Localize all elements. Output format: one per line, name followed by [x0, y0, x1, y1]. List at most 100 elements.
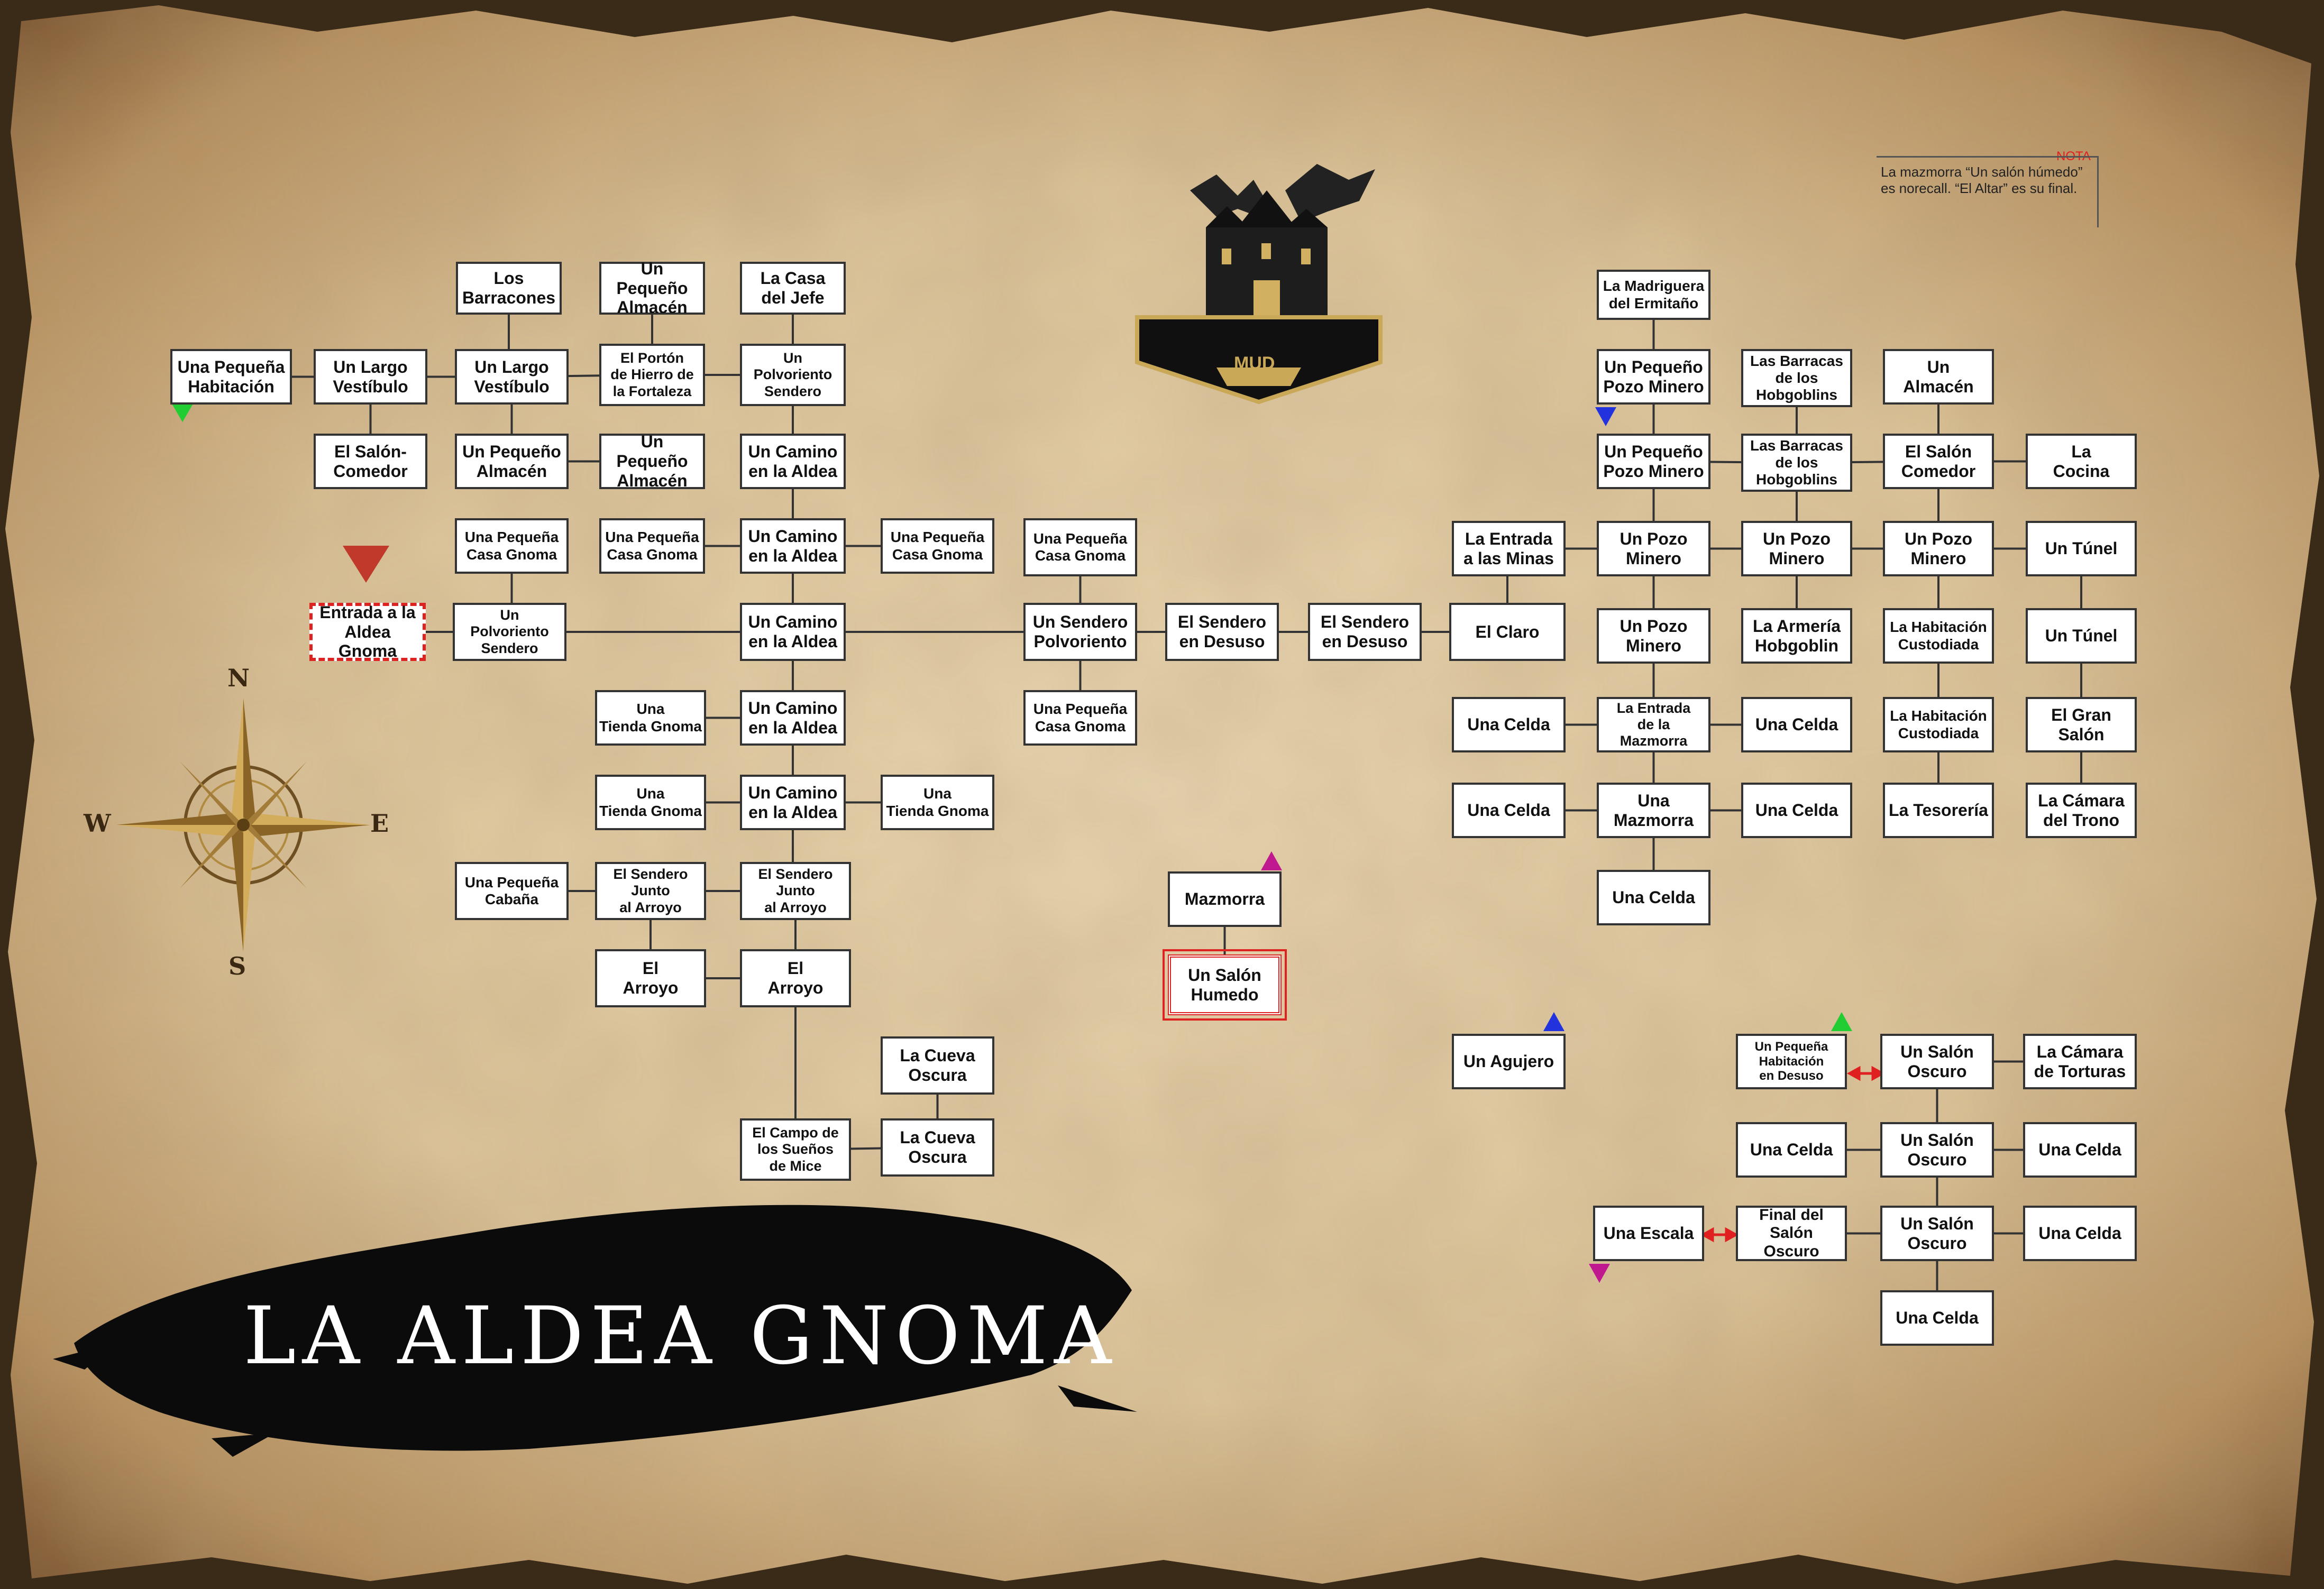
- room-casa-jefe[interactable]: La Casa del Jefe: [740, 262, 846, 315]
- room-agujero[interactable]: Un Agujero: [1452, 1034, 1566, 1089]
- room-pozo-4[interactable]: Un Pozo Minero: [1597, 608, 1710, 664]
- room-entrada[interactable]: Entrada a la Aldea Gnoma: [309, 603, 426, 661]
- room-pozo-2[interactable]: Un Pozo Minero: [1741, 521, 1852, 576]
- arrow-bidirectional-icon: [1700, 1066, 1886, 1243]
- room-tunel-2[interactable]: Un Túnel: [2026, 608, 2137, 664]
- room-final-salon[interactable]: Final del Salón Oscuro: [1736, 1206, 1847, 1261]
- room-almacen-mid1[interactable]: Un Pequeño Almacén: [455, 434, 569, 489]
- room-barracas-1[interactable]: Las Barracas de los Hobgoblins: [1741, 349, 1852, 407]
- room-cocina[interactable]: La Cocina: [2026, 434, 2137, 489]
- room-celda-3[interactable]: Una Celda: [1452, 783, 1566, 838]
- room-tienda-3[interactable]: Una Tienda Gnoma: [881, 775, 994, 830]
- room-desuso-2[interactable]: El Sendero en Desuso: [1308, 603, 1422, 661]
- room-casa-gnoma-1[interactable]: Una Pequeña Casa Gnoma: [455, 518, 569, 574]
- marker-blue-up-icon: [1543, 1012, 1564, 1031]
- compass-rose-icon: [116, 698, 370, 952]
- compass-south: S: [228, 952, 246, 980]
- room-salon-comedor-w[interactable]: El Salón- Comedor: [314, 434, 427, 489]
- room-barracones[interactable]: Los Barracones: [456, 262, 562, 315]
- room-camino-4[interactable]: Un Camino en la Aldea: [740, 690, 846, 746]
- room-sendero-polvoriento[interactable]: Un Sendero Polvoriento: [1023, 603, 1137, 661]
- room-arroyo-1[interactable]: El Arroyo: [595, 949, 706, 1007]
- room-camino-1[interactable]: Un Camino en la Aldea: [740, 434, 846, 489]
- room-salon-humedo[interactable]: Un Salón Humedo: [1163, 949, 1287, 1021]
- room-junto-arroyo-1[interactable]: El Sendero Junto al Arroyo: [595, 862, 706, 920]
- room-claro[interactable]: El Claro: [1449, 603, 1566, 661]
- room-campo-suenos[interactable]: El Campo de los Sueños de Mice: [740, 1118, 851, 1181]
- room-cueva-1[interactable]: La Cueva Oscura: [881, 1036, 994, 1095]
- room-celda-2[interactable]: Una Celda: [1741, 697, 1852, 752]
- room-casa-gnoma-4[interactable]: Una Pequeña Casa Gnoma: [1023, 518, 1137, 576]
- room-peq-habitacion[interactable]: Una Pequeña Habitación: [170, 349, 292, 405]
- map-title: LA ALDEA GNOMA: [243, 1290, 1118, 1382]
- room-custodiada-2[interactable]: La Habitación Custodiada: [1883, 697, 1994, 752]
- room-celda-1[interactable]: Una Celda: [1452, 697, 1566, 752]
- room-almacen-top[interactable]: Un Pequeño Almacén: [599, 259, 705, 317]
- room-camara-trono[interactable]: La Cámara del Trono: [2026, 783, 2137, 838]
- room-salon-oscuro-1[interactable]: Un Salón Oscuro: [1880, 1034, 1994, 1089]
- room-entrada-mazmorra[interactable]: La Entrada de la Mazmorra: [1597, 697, 1710, 752]
- compass-rose: [116, 682, 370, 968]
- room-pozo-peq-1[interactable]: Un Pequeño Pozo Minero: [1597, 349, 1710, 405]
- compass-east: E: [370, 809, 389, 838]
- room-pozo-peq-2[interactable]: Un Pequeño Pozo Minero: [1597, 434, 1710, 489]
- room-largo-vest-2[interactable]: Un Largo Vestíbulo: [455, 349, 569, 405]
- room-custodiada-1[interactable]: La Habitación Custodiada: [1883, 608, 1994, 664]
- room-cabana[interactable]: Una Pequeña Cabaña: [455, 862, 569, 920]
- room-escala[interactable]: Una Escala: [1593, 1206, 1704, 1261]
- room-pozo-1[interactable]: Un Pozo Minero: [1597, 521, 1710, 576]
- room-almacen-e[interactable]: Un Almacén: [1883, 349, 1994, 405]
- room-casa-gnoma-2[interactable]: Una Pequeña Casa Gnoma: [599, 518, 705, 574]
- room-arroyo-2[interactable]: El Arroyo: [740, 949, 851, 1007]
- room-entrada-minas[interactable]: La Entrada a las Minas: [1452, 521, 1566, 576]
- room-salon-oscuro-2[interactable]: Un Salón Oscuro: [1880, 1122, 1994, 1178]
- room-mazmorra[interactable]: Mazmorra: [1168, 871, 1282, 927]
- room-madriguera[interactable]: La Madriguera del Ermitaño: [1597, 270, 1710, 320]
- mud-logo: [1127, 159, 1391, 407]
- room-celda-8[interactable]: Una Celda: [2023, 1206, 2137, 1261]
- brush-stroke-shape: [53, 1205, 1137, 1457]
- room-hab-desuso[interactable]: Un Pequeña Habitación en Desuso: [1736, 1034, 1847, 1089]
- room-casa-gnoma-3[interactable]: Una Pequeña Casa Gnoma: [881, 518, 994, 574]
- room-junto-arroyo-2[interactable]: El Sendero Junto al Arroyo: [740, 862, 851, 920]
- room-celda-7[interactable]: Una Celda: [2023, 1122, 2137, 1178]
- room-pozo-3[interactable]: Un Pozo Minero: [1883, 521, 1994, 576]
- room-camino-2[interactable]: Un Camino en la Aldea: [740, 518, 846, 574]
- title-brush: [53, 1184, 1142, 1459]
- room-desuso-1[interactable]: El Sendero en Desuso: [1165, 603, 1279, 661]
- room-camino-5[interactable]: Un Camino en la Aldea: [740, 775, 846, 830]
- room-una-mazmorra[interactable]: Una Mazmorra: [1597, 783, 1710, 838]
- room-salon-oscuro-3[interactable]: Un Salón Oscuro: [1880, 1206, 1994, 1261]
- room-camino-3[interactable]: Un Camino en la Aldea: [740, 603, 846, 661]
- room-cueva-2[interactable]: La Cueva Oscura: [881, 1118, 994, 1177]
- room-salon-comedor-e[interactable]: El Salón Comedor: [1883, 434, 1994, 489]
- room-porton[interactable]: El Portón de Hierro de la Fortaleza: [599, 344, 705, 406]
- room-barracas-2[interactable]: Las Barracas de los Hobgoblins: [1741, 434, 1852, 492]
- room-camara-torturas[interactable]: La Cámara de Torturas: [2023, 1034, 2137, 1089]
- marker-magenta-down-icon: [1589, 1264, 1610, 1283]
- room-largo-vest-1[interactable]: Un Largo Vestíbulo: [314, 349, 427, 405]
- room-almacen-mid2[interactable]: Un Pequeño Almacén: [599, 432, 705, 490]
- room-celda-4[interactable]: Una Celda: [1741, 783, 1852, 838]
- room-tunel-1[interactable]: Un Túnel: [2026, 521, 2137, 576]
- room-celda-5[interactable]: Una Celda: [1597, 870, 1710, 925]
- room-tienda-1[interactable]: Una Tienda Gnoma: [595, 690, 706, 746]
- castle-dragon-logo-icon: [1135, 164, 1383, 405]
- room-tienda-2[interactable]: Una Tienda Gnoma: [595, 775, 706, 830]
- room-polvoriento-top[interactable]: Un Polvoriento Sendero: [740, 344, 846, 406]
- room-armeria[interactable]: La Armería Hobgoblin: [1741, 608, 1852, 664]
- room-casa-gnoma-5[interactable]: Una Pequeña Casa Gnoma: [1023, 690, 1137, 746]
- room-tesoreria[interactable]: La Tesorería: [1883, 783, 1994, 838]
- marker-red-down-icon: [343, 546, 389, 583]
- marker-green-down-icon: [171, 403, 194, 422]
- room-polvoriento-mid[interactable]: Un Polvoriento Sendero: [453, 603, 566, 661]
- marker-magenta-up-icon: [1261, 851, 1282, 870]
- marker-blue-down-icon: [1595, 407, 1616, 426]
- compass-north: N: [227, 664, 250, 692]
- room-celda-6[interactable]: Una Celda: [1736, 1122, 1847, 1178]
- room-celda-9[interactable]: Una Celda: [1880, 1290, 1994, 1346]
- room-gran-salon[interactable]: El Gran Salón: [2026, 697, 2137, 752]
